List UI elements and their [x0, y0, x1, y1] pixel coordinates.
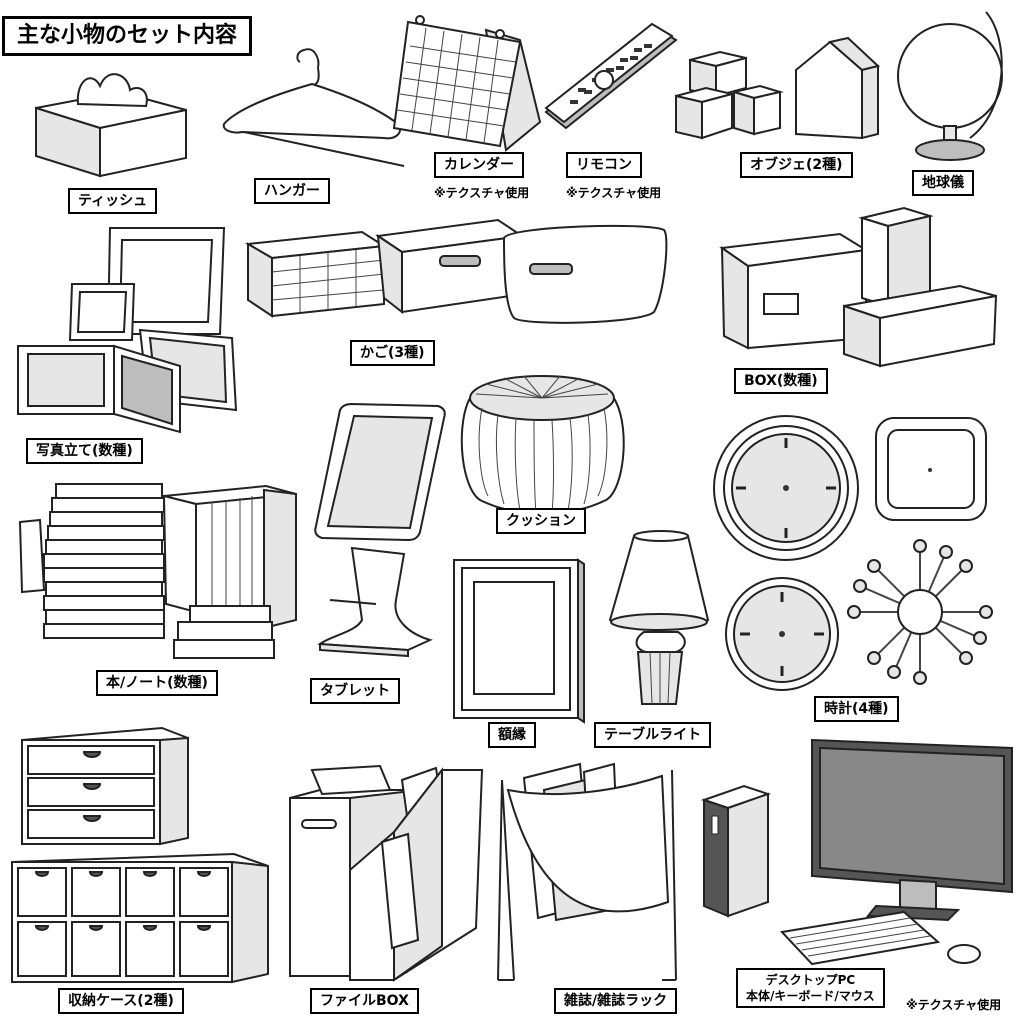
label-tablet: タブレット [310, 678, 400, 704]
label-basket: かご(3種) [350, 340, 435, 366]
drawer-case-icon [11, 726, 269, 984]
note-calendar-texture: ※テクスチャ使用 [434, 186, 530, 200]
note-remote-texture: ※テクスチャ使用 [566, 186, 662, 200]
label-globe: 地球儀 [912, 170, 974, 196]
label-remote: リモコン [566, 152, 642, 178]
label-file-box: ファイルBOX [310, 988, 419, 1014]
globe-icon [897, 11, 1003, 161]
tablet-icon [314, 402, 446, 542]
blocks-icon [675, 36, 881, 140]
label-cushion: クッション [496, 508, 586, 534]
desktop-pc-icon [700, 738, 1013, 966]
photo-frame-icon [17, 227, 238, 434]
tablet-stand-icon [317, 546, 433, 658]
picture-frame-icon [453, 558, 585, 724]
label-table-light: テーブルライト [594, 722, 712, 748]
storage-box-icon [719, 206, 998, 368]
label-photo-frame: 写真立て(数種) [26, 438, 143, 464]
remote-icon [544, 22, 678, 130]
books-icon [18, 483, 297, 659]
label-storage-case: 収納ケース(2種) [58, 988, 184, 1014]
hanger-icon [222, 48, 405, 167]
magazine-rack-icon [497, 762, 677, 981]
label-tissue: ティッシュ [68, 188, 158, 214]
label-magazine: 雑誌/雑誌ラック [554, 988, 678, 1014]
label-desktop-pc-line2: 本体/キーボード/マウス [746, 989, 875, 1003]
basket-icon [244, 218, 668, 324]
label-object: オブジェ(2種) [740, 152, 853, 178]
file-box-icon [289, 764, 484, 982]
note-pc-texture: ※テクスチャ使用 [906, 998, 1002, 1012]
cushion-icon [460, 375, 625, 515]
label-books: 本/ノート(数種) [96, 670, 218, 696]
tissue-box-icon [35, 73, 187, 178]
page-title: 主な小物のセット内容 [2, 16, 253, 56]
label-hanger: ハンガー [254, 178, 330, 204]
label-box: BOX(数種) [734, 368, 828, 394]
calendar-icon [392, 15, 542, 152]
label-calendar: カレンダー [434, 152, 524, 178]
label-clock: 時計(4種) [814, 696, 899, 722]
table-lamp-icon [608, 530, 710, 705]
clock-icon [713, 415, 993, 691]
label-desktop-pc: デスクトップPC 本体/キーボード/マウス [736, 968, 885, 1008]
label-picture-frame: 額縁 [488, 722, 536, 748]
label-desktop-pc-line1: デスクトップPC [765, 973, 856, 987]
